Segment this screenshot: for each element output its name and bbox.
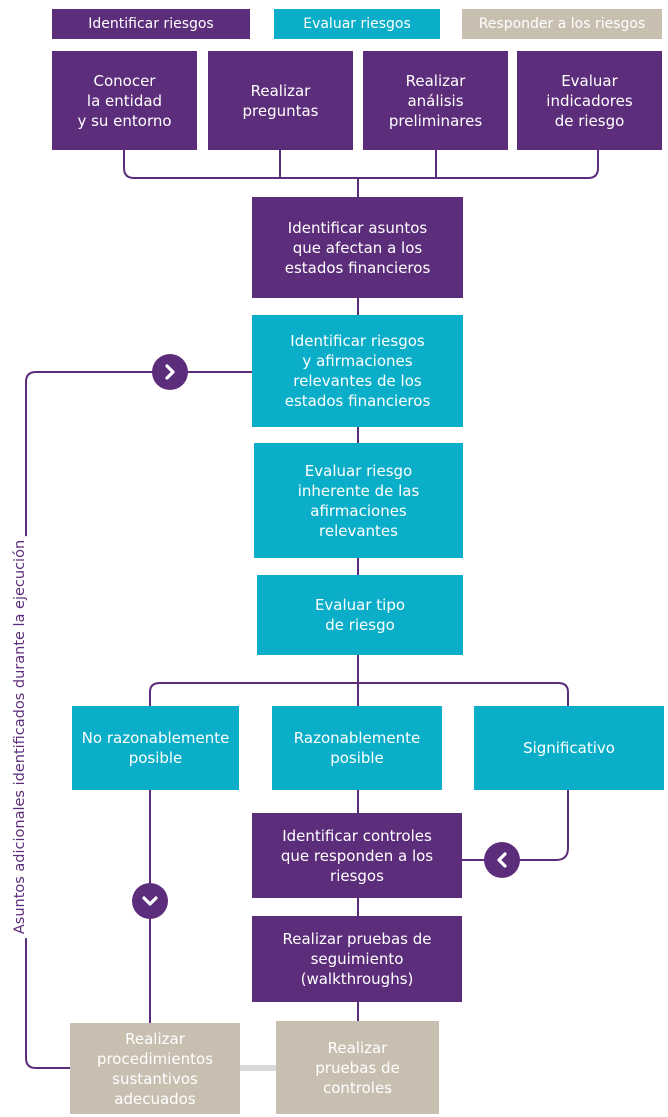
- step-know-entity: Conocer la entidad y su entorno: [52, 51, 197, 150]
- step-walkthroughs: Realizar pruebas de seguimiento (walkthr…: [252, 916, 462, 1002]
- legend-evaluate-risks: Evaluar riesgos: [274, 9, 440, 39]
- step-preliminary-analysis: Realizar análisis preliminares: [363, 51, 508, 150]
- legend-respond-risks: Responder a los riesgos: [462, 9, 662, 39]
- category-reasonably-possible: Razonablemente posible: [272, 706, 442, 790]
- step-identify-relevant-risks: Identificar riesgos y afirmaciones relev…: [252, 315, 463, 427]
- chevron-right-icon: [152, 354, 188, 390]
- step-substantive-procedures: Realizar procedimientos sustantivos adec…: [70, 1023, 240, 1114]
- chevron-left-icon: [484, 842, 520, 878]
- step-identify-controls: Identificar controles que responden a lo…: [252, 813, 462, 898]
- step-risk-type: Evaluar tipo de riesgo: [257, 575, 463, 655]
- feedback-loop-label: Asuntos adicionales identificados durant…: [6, 437, 34, 1037]
- chevron-down-icon: [132, 883, 168, 919]
- step-risk-indicators: Evaluar indicadores de riesgo: [517, 51, 662, 150]
- step-inherent-risk: Evaluar riesgo inherente de las afirmaci…: [254, 443, 463, 558]
- legend-identify-risks: Identificar riesgos: [52, 9, 250, 39]
- category-significant: Significativo: [474, 706, 664, 790]
- step-control-tests: Realizar pruebas de controles: [276, 1021, 439, 1114]
- step-ask-questions: Realizar preguntas: [208, 51, 353, 150]
- category-not-reasonably-possible: No razonablemente posible: [72, 706, 239, 790]
- step-identify-matters: Identificar asuntos que afectan a los es…: [252, 197, 463, 298]
